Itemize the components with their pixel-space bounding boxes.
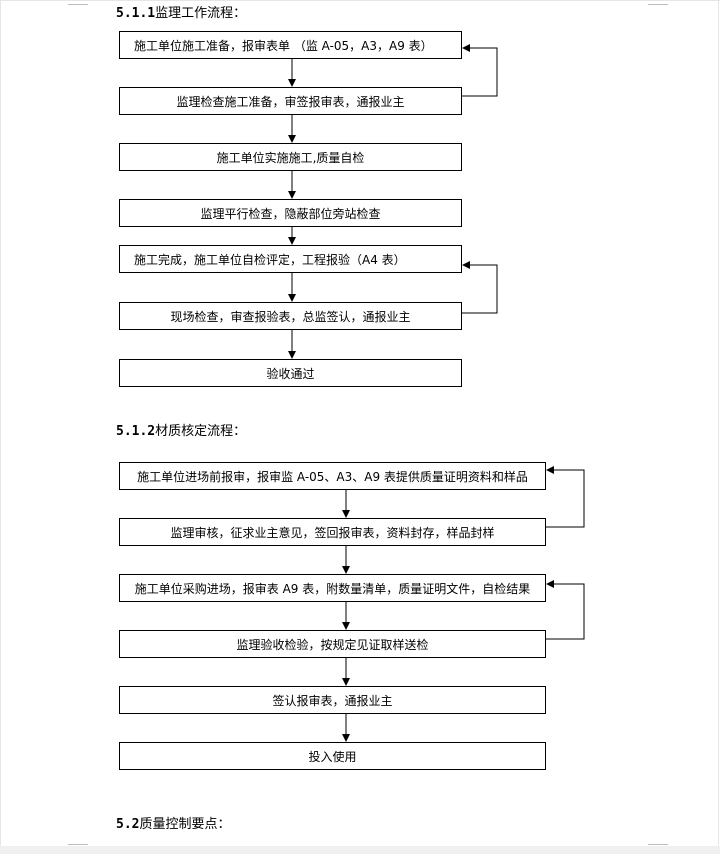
flow1-step-3: 施工单位实施施工,质量自检 [119,143,462,171]
flow2-step-1: 施工单位进场前报审，报审监 A-05、A3、A9 表提供质量证明资料和样品 [119,462,546,490]
flow2-feedback-loop-1 [546,466,585,528]
section-title: 质量控制要点： [139,817,231,832]
flow1-step-5: 施工完成，施工单位自检评定，工程报验（A4 表） [119,245,462,273]
flow1-step-4: 监理平行检查，隐蔽部位旁站检查 [119,199,462,227]
section-heading-5-2: 5.2质量控制要点： [116,817,231,833]
section-heading-5-1-1: 5.1.1监理工作流程： [116,6,246,22]
crop-mark-top-right [648,4,668,5]
flow2-step-6: 投入使用 [119,742,546,770]
section-number: 5.1.1 [116,6,156,21]
page-bottom-border [0,846,720,854]
page-right-border [718,0,719,854]
flow2-step-3: 施工单位采购进场，报审表 A9 表，附数量清单，质量证明文件，自检结果 [119,574,546,602]
section-title: 监理工作流程： [155,6,247,21]
page-top-border [0,0,720,1]
section-number: 5.2 [116,817,140,832]
section-number: 5.1.2 [116,424,156,439]
section-heading-5-1-2: 5.1.2材质核定流程： [116,424,246,440]
page-left-border [0,0,1,854]
flow2-step-5: 签认报审表，通报业主 [119,686,546,714]
flow1-feedback-loop-1 [462,44,498,97]
flow2-step-4: 监理验收检验，按规定见证取样送检 [119,630,546,658]
flow1-step-7: 验收通过 [119,359,462,387]
crop-mark-bottom-left [68,844,88,845]
flow1-feedback-loop-2 [462,261,498,314]
flow1-step-2: 监理检查施工准备，审签报审表，通报业主 [119,87,462,115]
section-title: 材质核定流程： [155,424,247,439]
crop-mark-top-left [68,4,88,5]
flow2-feedback-loop-2 [546,580,585,640]
flow1-step-1: 施工单位施工准备，报审表单 （监 A-05，A3，A9 表） [119,31,462,59]
flow2-step-2: 监理审核，征求业主意见，签回报审表，资料封存，样品封样 [119,518,546,546]
crop-mark-bottom-right [648,844,668,845]
flow1-step-6: 现场检查，审查报验表，总监签认，通报业主 [119,302,462,330]
